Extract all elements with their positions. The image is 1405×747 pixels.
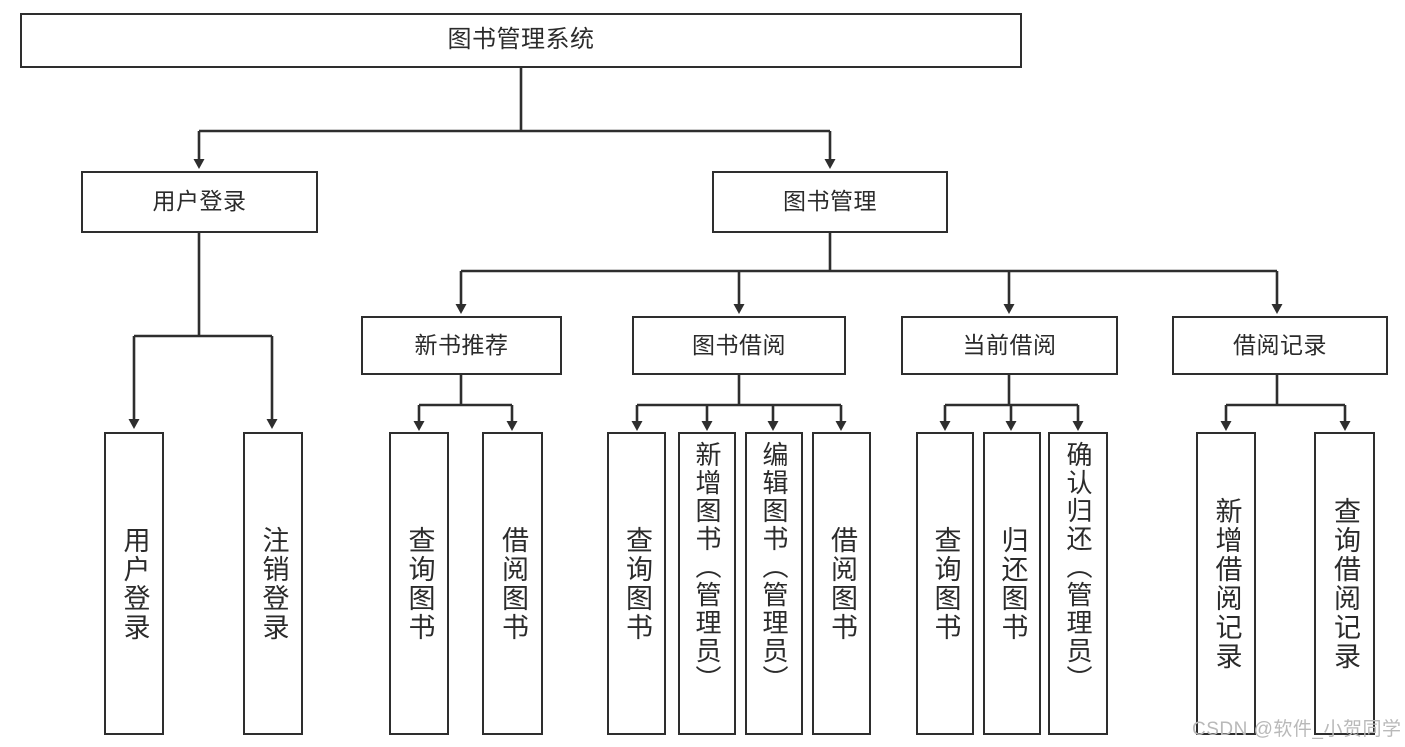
node-label: 借阅记录 xyxy=(1233,331,1327,358)
node-label: 注销登录 xyxy=(258,525,289,642)
node-book-borrow[interactable]: 图书借阅 xyxy=(632,316,846,375)
node-label: 借阅图书 xyxy=(498,525,528,642)
node-book-management[interactable]: 图书管理 xyxy=(712,171,948,233)
node-label: 确认归还（管理员） xyxy=(1063,441,1093,693)
node-label: 用户登录 xyxy=(119,525,150,642)
node-label: 图书借阅 xyxy=(692,331,786,358)
leaf-query-book-borrow[interactable]: 查询图书 xyxy=(607,432,666,735)
node-label: 查询图书 xyxy=(622,525,652,642)
node-label: 归还图书 xyxy=(997,525,1028,642)
leaf-add-borrow-record[interactable]: 新增借阅记录 xyxy=(1196,432,1256,735)
node-label: 查询借阅记录 xyxy=(1330,496,1360,671)
node-label: 新增借阅记录 xyxy=(1211,496,1242,671)
leaf-user-logout[interactable]: 注销登录 xyxy=(243,432,303,735)
leaf-borrow-book-recommend[interactable]: 借阅图书 xyxy=(482,432,543,735)
leaf-edit-book-admin[interactable]: 编辑图书（管理员） xyxy=(745,432,803,735)
node-label: 当前借阅 xyxy=(962,331,1057,358)
leaf-confirm-return-admin[interactable]: 确认归还（管理员） xyxy=(1048,432,1108,735)
node-borrow-record[interactable]: 借阅记录 xyxy=(1172,316,1388,375)
node-current-borrow[interactable]: 当前借阅 xyxy=(901,316,1118,375)
node-label: 用户登录 xyxy=(152,188,247,215)
node-label: 编辑图书（管理员） xyxy=(759,441,789,693)
node-label: 借阅图书 xyxy=(827,525,857,642)
node-label: 新增图书（管理员） xyxy=(692,441,722,693)
node-root-system[interactable]: 图书管理系统 xyxy=(20,13,1022,68)
node-user-login[interactable]: 用户登录 xyxy=(81,171,318,233)
leaf-return-book[interactable]: 归还图书 xyxy=(983,432,1041,735)
node-label: 图书管理系统 xyxy=(447,26,595,54)
watermark-text: CSDN @软件_小贺同学 xyxy=(1192,719,1402,740)
node-new-book-recommend[interactable]: 新书推荐 xyxy=(361,316,562,375)
leaf-query-book-current[interactable]: 查询图书 xyxy=(916,432,974,735)
node-label: 新书推荐 xyxy=(414,331,509,358)
leaf-add-book-admin[interactable]: 新增图书（管理员） xyxy=(678,432,736,735)
node-label: 查询图书 xyxy=(930,525,961,642)
node-label: 图书管理 xyxy=(783,188,877,215)
leaf-query-borrow-record[interactable]: 查询借阅记录 xyxy=(1314,432,1375,735)
node-label: 查询图书 xyxy=(404,525,435,642)
leaf-borrow-book[interactable]: 借阅图书 xyxy=(812,432,871,735)
leaf-query-book-recommend[interactable]: 查询图书 xyxy=(389,432,449,735)
leaf-user-login[interactable]: 用户登录 xyxy=(104,432,164,735)
